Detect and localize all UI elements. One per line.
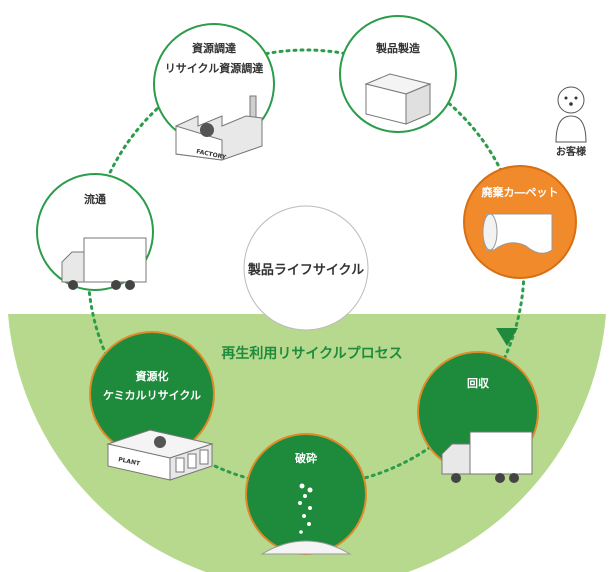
waste-carpet-label: 廃棄カ―ペット bbox=[482, 185, 559, 199]
truck-icon bbox=[61, 237, 147, 290]
node-recovery: 回収 bbox=[417, 351, 539, 483]
customer-label: お客様 bbox=[556, 145, 587, 158]
node-resource: 資源化 ケミカルリサイクル PLANT bbox=[89, 331, 215, 481]
node-procurement: 資源調達 リサイクル資源調達 FACTORY bbox=[153, 23, 275, 161]
plant-sign: PLANT bbox=[118, 456, 142, 468]
box-icon bbox=[364, 73, 432, 125]
recovery-arrow-icon bbox=[496, 328, 518, 346]
node-waste-carpet: 廃棄カ―ペット bbox=[463, 165, 577, 279]
manufacturing-label: 製品製造 bbox=[375, 41, 421, 55]
resource-label-1: 資源化 bbox=[136, 369, 169, 383]
procurement-label-1: 資源調達 bbox=[192, 41, 236, 55]
crushed-pile-icon bbox=[260, 483, 352, 555]
procurement-label-2: リサイクル資源調達 bbox=[165, 61, 263, 75]
node-distribution: 流通 bbox=[36, 173, 154, 291]
process-label: 再生利用リサイクルプロセス bbox=[221, 345, 402, 362]
center-label: 製品ライフサイクル bbox=[247, 262, 364, 278]
plant-icon: PLANT bbox=[106, 429, 214, 481]
customer-icon bbox=[555, 86, 587, 143]
center-circle bbox=[243, 205, 369, 331]
node-manufacturing: 製品製造 bbox=[339, 15, 457, 133]
carpet-roll-icon bbox=[482, 213, 553, 254]
node-crushing: 破砕 bbox=[245, 433, 367, 555]
distribution-label: 流通 bbox=[84, 192, 106, 206]
crushing-label: 破砕 bbox=[295, 451, 317, 465]
recovery-truck-icon bbox=[441, 431, 533, 483]
recovery-label: 回収 bbox=[467, 376, 490, 390]
resource-label-2: ケミカルリサイクル bbox=[103, 389, 201, 402]
factory-icon: FACTORY bbox=[175, 95, 263, 161]
customer: お客様 bbox=[555, 86, 587, 158]
